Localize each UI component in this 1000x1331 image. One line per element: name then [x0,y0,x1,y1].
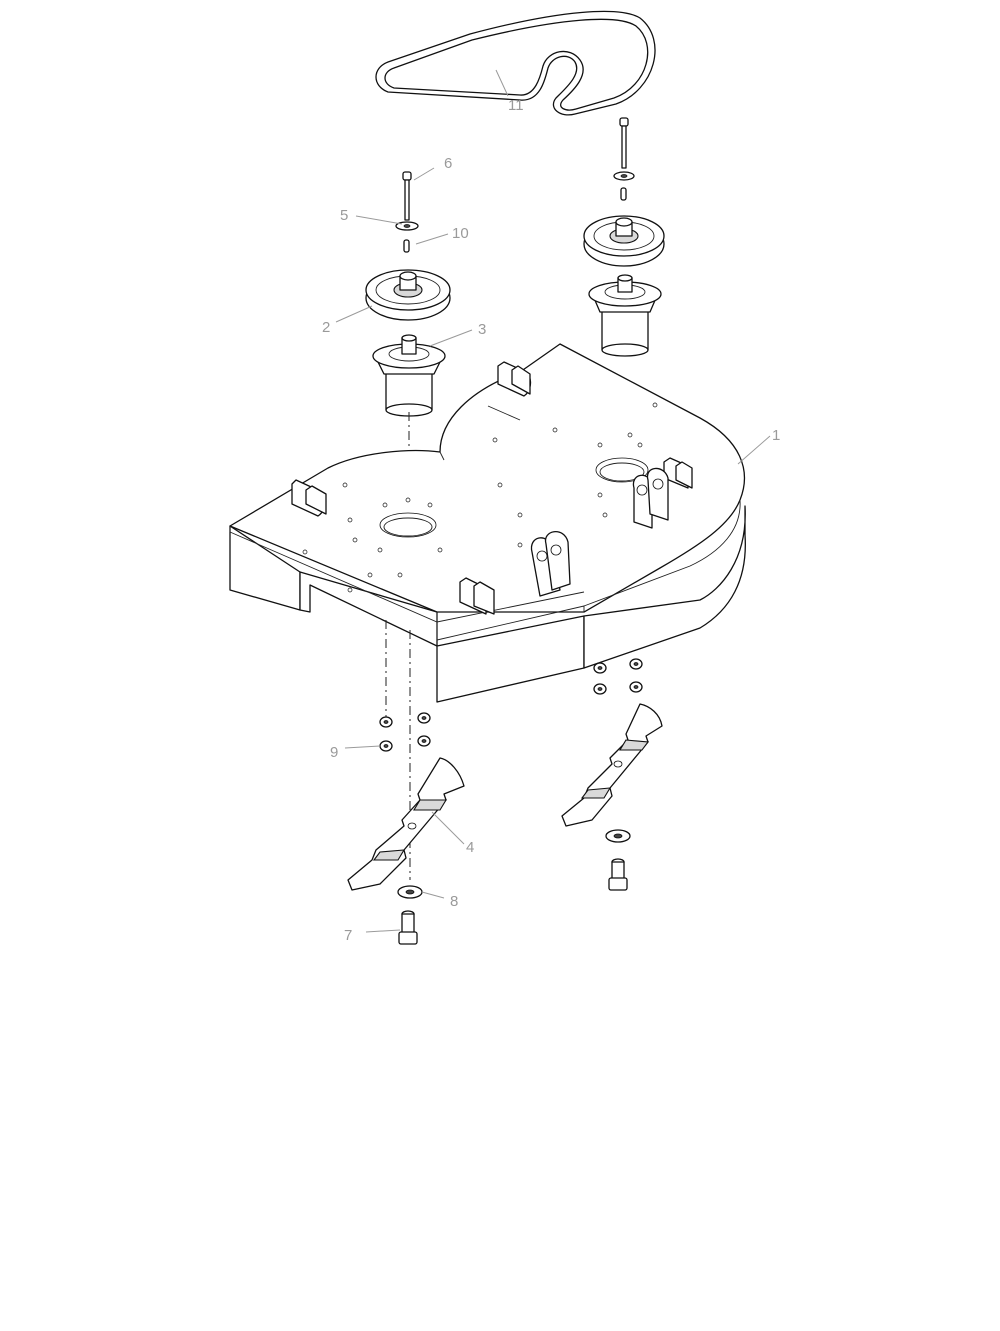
callout-6: 6 [444,155,452,172]
callout-11: 11 [508,97,524,114]
callout-labels: 1 2 3 4 5 6 7 8 9 10 11 [322,97,780,944]
callout-4: 4 [466,839,474,856]
left-spindle-pulley [365,269,451,321]
left-blade [347,757,465,891]
left-nuts [379,712,431,752]
deck-bracket-front-right [632,457,693,529]
callout-7: 7 [344,927,352,944]
callout-1: 1 [772,427,780,444]
right-blade [561,703,663,827]
drive-belt [375,10,656,116]
deck-bracket-front-center [459,531,571,615]
callout-3: 3 [478,321,486,338]
left-spindle-hole [379,512,437,538]
right-spindle-housing [588,274,662,357]
right-spindle-pulley [583,215,665,267]
callout-9: 9 [330,744,338,761]
callout-5: 5 [340,207,348,224]
right-nuts [593,658,643,695]
callout-10: 10 [452,225,469,242]
deck-bracket-rear-left [291,479,327,517]
deck-bracket-rear-right [497,361,532,397]
left-spindle-bolt [395,171,419,253]
callout-2: 2 [322,319,330,336]
left-blade-washer [397,885,423,899]
right-blade-bolt [608,858,628,891]
callout-8: 8 [450,893,458,910]
mower-deck [229,343,746,703]
right-blade-washer [605,829,631,843]
left-blade-bolt [398,910,418,945]
right-spindle-hole [595,457,649,483]
right-spindle-bolt [613,117,635,201]
left-spindle-housing [372,334,446,417]
leader-lines [335,69,771,933]
